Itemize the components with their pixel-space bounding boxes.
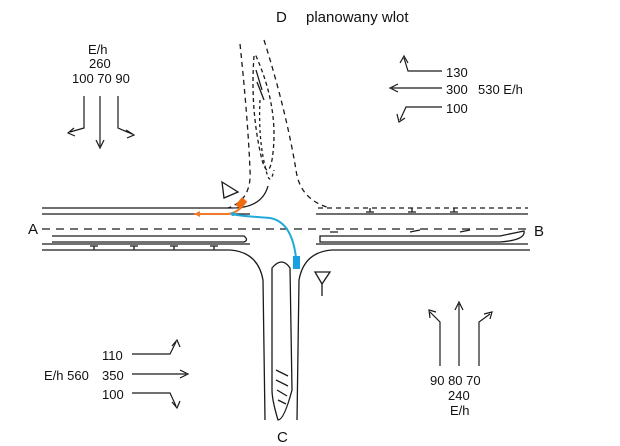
label-b: B <box>534 223 545 240</box>
approach-d-arrows <box>66 96 136 150</box>
median-left <box>52 235 248 243</box>
planned-approach-left <box>227 43 251 209</box>
label-a: A <box>28 221 39 238</box>
road-top-edge-left <box>42 185 269 209</box>
planned-island-outer <box>252 55 275 171</box>
yield-sign-left <box>221 180 240 199</box>
south-island-hatching <box>275 369 289 405</box>
road-lane-arrows <box>90 208 471 250</box>
approach-c-turns: 90 80 70 <box>430 373 481 388</box>
orange-vehicle <box>235 197 248 210</box>
approach-b-total: 530 E/h <box>478 82 523 97</box>
approach-b-upper: 130 <box>446 65 468 80</box>
title-letter: D <box>276 9 287 26</box>
blue-vehicle-path <box>231 213 297 259</box>
label-c: C <box>277 429 288 446</box>
title-text: planowany wlot <box>306 9 409 26</box>
road-bottom-edge-left <box>42 249 266 421</box>
approach-d-turns: 100 70 90 <box>72 71 130 86</box>
approach-d-unit: E/h <box>88 42 108 57</box>
approach-a-total: E/h 560 <box>44 368 89 383</box>
blue-vehicle <box>293 256 300 269</box>
approach-b-lower: 100 <box>446 101 468 116</box>
approach-d-total: 260 <box>89 56 111 71</box>
median-right <box>319 230 525 243</box>
approach-a-lower: 100 <box>102 387 124 402</box>
planned-island-stripes <box>255 69 265 101</box>
south-island <box>271 261 293 421</box>
approach-c-arrows <box>428 300 493 366</box>
approach-c-unit: E/h <box>450 403 470 418</box>
approach-b-arrows <box>388 54 442 123</box>
orange-vehicle-path <box>194 205 243 215</box>
approach-b-middle: 300 <box>446 82 468 97</box>
approach-a-upper: 110 <box>102 348 123 363</box>
approach-a-middle: 350 <box>102 368 124 383</box>
blue-vehicle-start <box>231 212 235 216</box>
yield-sign-right <box>313 271 332 286</box>
approach-a-arrows <box>132 338 190 410</box>
orange-vehicle-arrowhead <box>194 211 200 217</box>
approach-c-total: 240 <box>448 388 470 403</box>
road-bottom-edge-right <box>296 249 530 421</box>
